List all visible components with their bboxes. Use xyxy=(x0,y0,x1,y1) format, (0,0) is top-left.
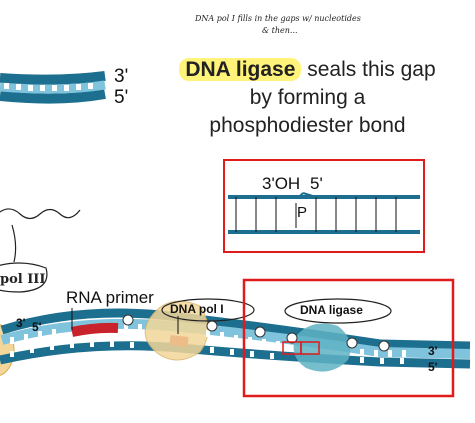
ligase-highlight-box xyxy=(242,278,455,398)
handwritten-note-line2: & then... xyxy=(262,26,298,35)
ligation-inset xyxy=(223,159,425,253)
dna-pol1-label: DNA pol I xyxy=(170,302,224,316)
handwritten-stroke xyxy=(11,224,17,263)
lower-right-5prime: 5' xyxy=(428,360,438,374)
top-strand-5prime: 5' xyxy=(114,87,129,108)
inset-5prime-label: 5' xyxy=(310,174,323,193)
top-strand-3prime: 3' xyxy=(114,66,129,87)
pol3-oval xyxy=(0,262,48,293)
inset-p-label: P xyxy=(297,204,308,221)
handwritten-note-line1: DNA pol I fills in the gaps w/ nucleotid… xyxy=(195,14,361,23)
ligase-caption-line1: DNA ligase seals this gap xyxy=(140,56,475,84)
ligase-highlight: DNA ligase xyxy=(179,58,302,81)
ligase-caption-line2: by forming a xyxy=(249,86,366,109)
handwritten-squiggle xyxy=(0,208,81,220)
pol1-label-oval xyxy=(161,298,255,322)
ligase-caption-line3: phosphodiester bond xyxy=(209,114,406,137)
lower-left-3prime: 3' xyxy=(16,316,26,330)
lower-left-5prime: 5' xyxy=(32,320,42,334)
ligase-label-oval xyxy=(284,298,392,324)
inset-3oh-label: 3'OH xyxy=(262,174,301,193)
lower-dna-strand xyxy=(0,300,471,376)
rna-primer-label: RNA primer xyxy=(66,288,154,307)
handwritten-note-line2-wrap: & then... xyxy=(262,26,298,35)
ligase-caption-rest: seals this gap xyxy=(307,58,436,81)
lower-right-3prime: 3' xyxy=(428,344,438,358)
dna-ligase-label: DNA ligase xyxy=(300,303,363,317)
ligase-caption: DNA ligase seals this gap by forming a p… xyxy=(140,56,475,140)
top-dna-fragment xyxy=(0,71,106,104)
pol3-partial-label: pol III xyxy=(0,272,46,287)
handwritten-note: DNA pol I fills in the gaps w/ nucleotid… xyxy=(195,14,361,23)
